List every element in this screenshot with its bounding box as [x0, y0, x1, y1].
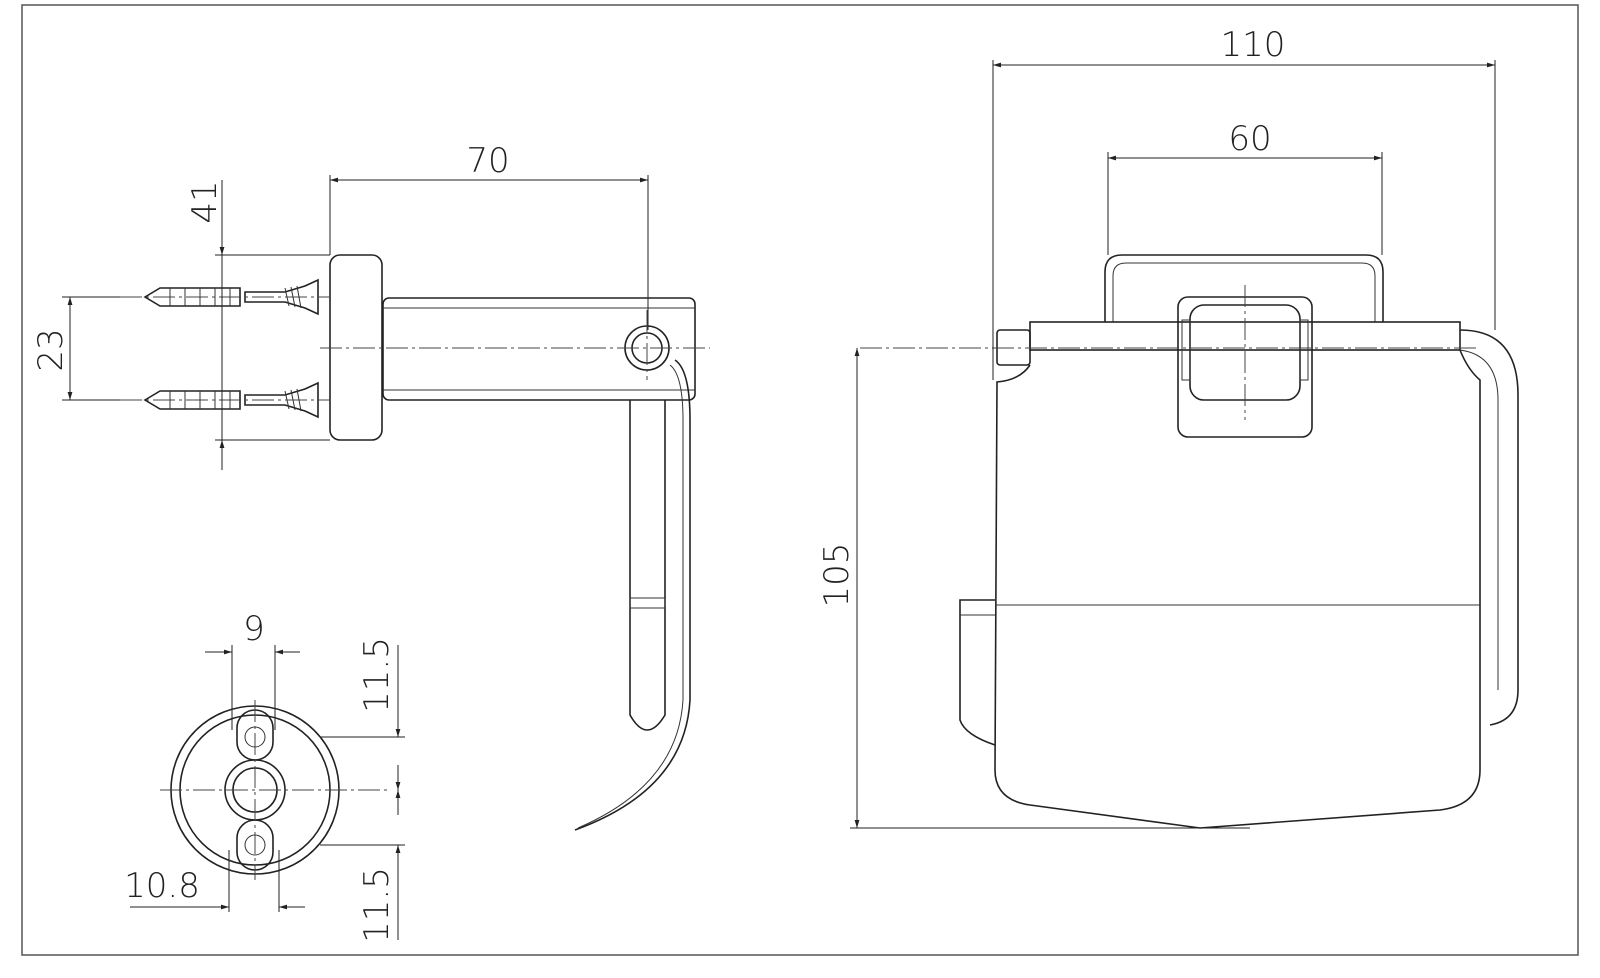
front-view: 110 60 105: [817, 25, 1519, 829]
dim-screw-spacing-label: 23: [31, 328, 71, 371]
screw-slot-bottom: [236, 819, 274, 871]
dim-plate-height-label: 41: [185, 180, 225, 223]
dim-depth-label: 70: [466, 141, 509, 181]
dim-hole-spacing-label: 10.8: [124, 866, 200, 906]
dim-overall-width-label: 110: [1221, 25, 1286, 65]
lever-arm: [629, 400, 666, 731]
drawing-border: [21, 4, 1579, 956]
dim-top-offset-label: 11.5: [357, 637, 397, 713]
cover-body: [994, 349, 1481, 829]
screw-slot-top: [236, 709, 274, 761]
wall-bracket: [1104, 254, 1384, 322]
dim-bracket-width-label: 60: [1228, 119, 1271, 159]
holder-arm: [382, 297, 696, 401]
handle-loop: [1459, 329, 1519, 726]
paper-flap: [574, 359, 691, 831]
dim-hole-width-label: 9: [243, 609, 265, 649]
cover-tab: [959, 599, 996, 746]
dim-bottom-offset-label: 11.5: [357, 867, 397, 943]
dim-height-label: 105: [817, 543, 857, 608]
plate-view: 9 11.5 11.5 10.8: [124, 609, 405, 943]
side-view: 70 41 23: [31, 141, 710, 831]
